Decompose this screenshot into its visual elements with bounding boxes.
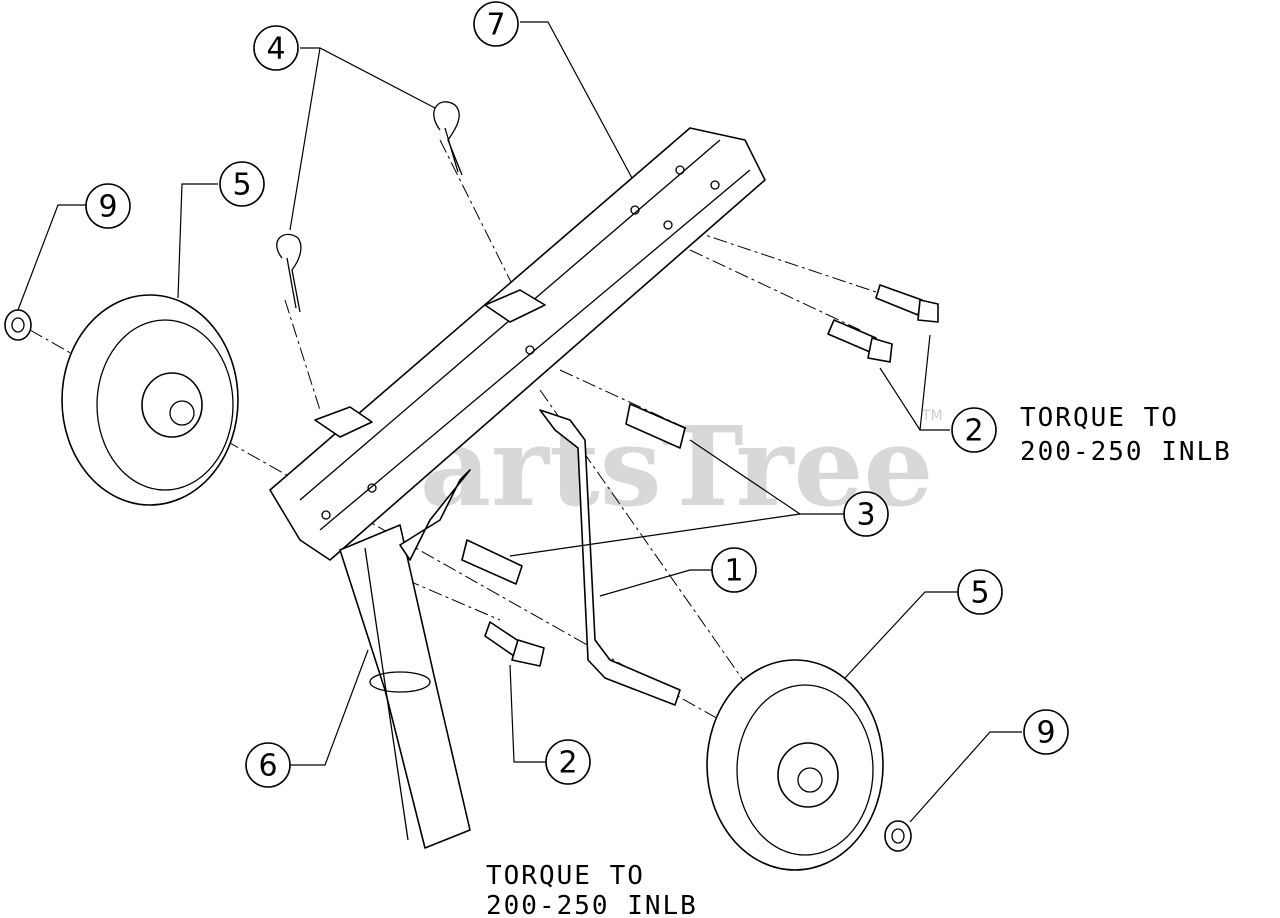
torque-note-upper-line1: TORQUE TO (1020, 403, 1179, 433)
washer-parts (4, 309, 912, 852)
callout-3: 3 (843, 491, 889, 537)
left-wheel-part (61, 294, 239, 506)
lower-tube-part (339, 524, 471, 849)
axle-part (399, 409, 681, 706)
callout-5-left: 5 (219, 161, 265, 207)
callout-5-right: 5 (957, 569, 1003, 615)
callout-2-upper: 2 (951, 407, 997, 453)
callout-1: 1 (711, 547, 757, 593)
main-frame-part (269, 127, 766, 561)
torque-note-lower-line2: 200-250 INLB (486, 891, 698, 918)
callout-6: 6 (245, 742, 291, 788)
svg-text:9: 9 (98, 190, 117, 225)
torque-note-lower-line1: TORQUE TO (486, 861, 645, 891)
callout-7: 7 (473, 1, 519, 47)
callout-9-right: 9 (1023, 709, 1069, 755)
torque-note-lower: TORQUE TO 200-250 INLB (486, 861, 698, 918)
torque-note-upper: TORQUE TO 200-250 INLB (1020, 403, 1232, 467)
hairpin-clip-parts (276, 101, 463, 313)
svg-text:1: 1 (724, 554, 743, 589)
bolt-parts (484, 284, 939, 667)
svg-text:3: 3 (856, 498, 875, 533)
svg-text:9: 9 (1036, 716, 1055, 751)
callout-4: 4 (253, 25, 299, 71)
svg-text:6: 6 (258, 749, 277, 784)
svg-text:2: 2 (558, 746, 577, 781)
callout-2-lower: 2 (545, 739, 591, 785)
callout-9-left: 9 (85, 183, 131, 229)
svg-text:5: 5 (232, 168, 251, 203)
pin-parts (461, 403, 686, 585)
watermark-trademark: TM (921, 408, 943, 424)
svg-text:4: 4 (266, 32, 285, 67)
svg-text:2: 2 (964, 414, 983, 449)
svg-text:7: 7 (486, 8, 505, 43)
svg-text:5: 5 (970, 576, 989, 611)
leader-lines (17, 21, 1022, 823)
torque-note-upper-line2: 200-250 INLB (1020, 437, 1232, 467)
right-wheel-part (706, 659, 884, 871)
